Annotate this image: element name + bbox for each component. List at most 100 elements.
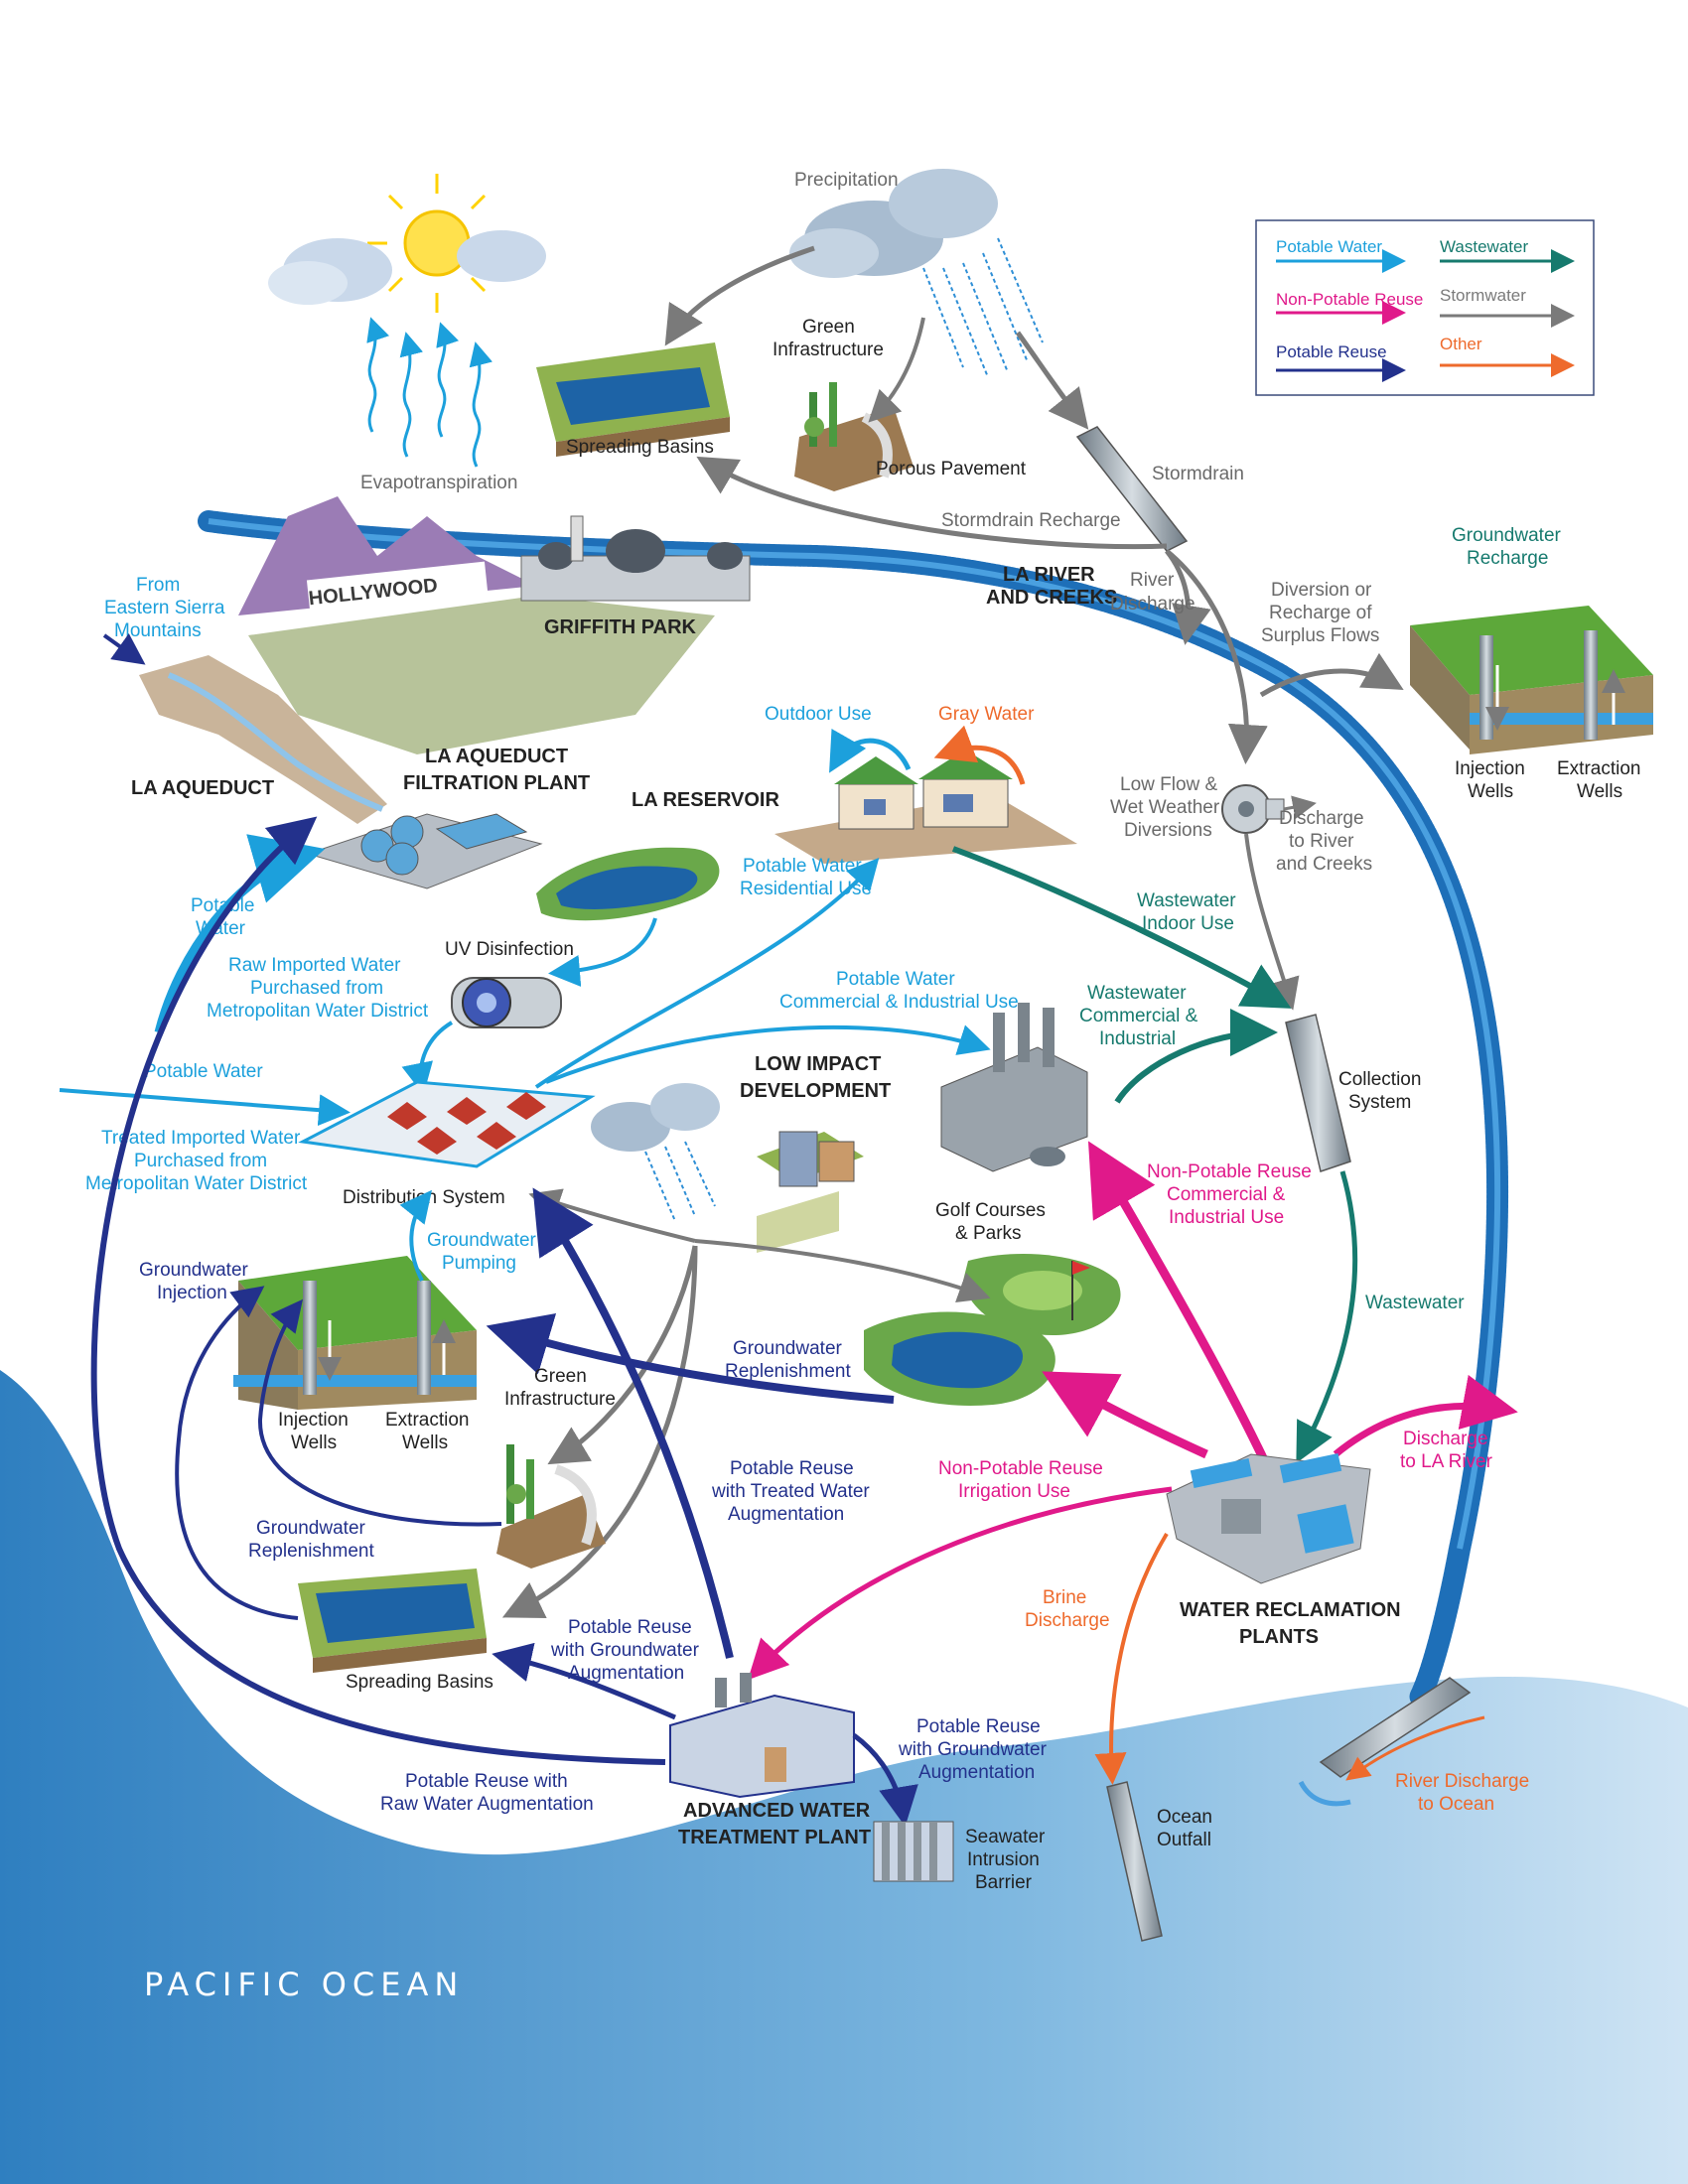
- stormdrain-pipe-icon: [1075, 426, 1189, 552]
- legend-potable-reuse: Potable Reuse: [1276, 342, 1387, 361]
- label-pr-gw-aug-r-1: Potable Reuse: [916, 1716, 1041, 1737]
- label-pr-raw-2: Raw Water Augmentation: [380, 1794, 594, 1815]
- label-awtp-2: TREATMENT PLANT: [678, 1827, 871, 1848]
- stormwater-arrows-top: [664, 245, 1404, 764]
- industrial-plant-icon: [940, 1003, 1088, 1172]
- label-potable-commercial-1: Potable Water: [836, 969, 955, 990]
- filtration-plant-icon: [306, 813, 543, 889]
- label-treated-imported-2: Purchased from: [134, 1151, 267, 1171]
- legend-wastewater: Wastewater: [1440, 237, 1528, 256]
- rain-cloud-icon: [789, 169, 998, 278]
- label-ww-indoor-1: Wastewater: [1137, 890, 1236, 911]
- label-lid-1: LOW IMPACT: [755, 1053, 881, 1075]
- label-gw-replenish-low-1: Groundwater: [256, 1518, 366, 1539]
- label-evapotranspiration: Evapotranspiration: [360, 473, 517, 493]
- label-griffith-park: GRIFFITH PARK: [544, 616, 697, 638]
- water-reclamation-plant-icon: [1166, 1452, 1371, 1584]
- label-diversion-1: Diversion or: [1271, 580, 1372, 601]
- label-gw-injection-1: Groundwater: [139, 1260, 249, 1281]
- label-la-aqueduct: LA AQUEDUCT: [131, 777, 274, 799]
- label-gray-water: Gray Water: [938, 704, 1035, 725]
- label-outdoor-use: Outdoor Use: [765, 704, 872, 725]
- green-infrastructure-mid-icon: [496, 1444, 606, 1569]
- label-ww-indoor-2: Indoor Use: [1142, 913, 1234, 934]
- label-extraction-wells-r-1: Extraction: [1557, 758, 1640, 779]
- label-extraction-wells-l-2: Wells: [402, 1433, 448, 1453]
- ocean-outfall-pipe-icon: [1106, 1781, 1163, 1942]
- label-golf-2: & Parks: [955, 1223, 1022, 1244]
- label-low-flow-1: Low Flow &: [1120, 774, 1218, 795]
- river-outlet-icon: [1298, 1677, 1472, 1807]
- label-ocean-outfall-2: Outfall: [1157, 1830, 1211, 1850]
- label-green-infra-top-2: Infrastructure: [773, 340, 884, 360]
- evapotranspiration-arrows: [366, 317, 492, 468]
- label-pr-raw-1: Potable Reuse with: [405, 1771, 568, 1792]
- label-spreading-basins-low: Spreading Basins: [346, 1672, 493, 1693]
- advanced-water-treatment-plant-icon: [669, 1673, 855, 1799]
- label-potable-water-mid: Potable Water: [144, 1061, 263, 1082]
- label-npr-commercial-1: Non-Potable Reuse: [1147, 1161, 1312, 1182]
- label-gw-replenish-mid-2: Replenishment: [725, 1361, 851, 1382]
- label-discharge-la-1: Discharge: [1403, 1429, 1488, 1449]
- legend-non-potable-reuse: Non-Potable Reuse: [1276, 290, 1423, 309]
- label-la-river-1: LA RIVER: [1003, 564, 1095, 586]
- label-pr-gw-aug-r-3: Augmentation: [918, 1762, 1035, 1783]
- label-river-ocean-2: to Ocean: [1418, 1794, 1494, 1815]
- label-raw-imported-2: Purchased from: [250, 978, 383, 999]
- label-green-infra-mid-1: Green: [534, 1366, 587, 1387]
- label-pr-gw-aug-r-2: with Groundwater: [898, 1739, 1048, 1760]
- label-from-eastern-1: From: [136, 575, 180, 596]
- label-extraction-wells-l-1: Extraction: [385, 1410, 469, 1431]
- label-golf-1: Golf Courses: [935, 1200, 1046, 1221]
- label-gw-pumping-2: Pumping: [442, 1253, 516, 1274]
- label-potable-commercial-2: Commercial & Industrial Use: [779, 992, 1019, 1013]
- label-precipitation: Precipitation: [794, 170, 899, 191]
- label-green-infra-mid-2: Infrastructure: [504, 1389, 616, 1410]
- label-potable-residential-1: Potable Water: [743, 856, 862, 877]
- lid-buildings-icon: [757, 1131, 864, 1253]
- label-uv-disinfection: UV Disinfection: [445, 939, 574, 960]
- label-npr-commercial-2: Commercial &: [1167, 1184, 1286, 1205]
- label-seawater-3: Barrier: [975, 1872, 1033, 1893]
- label-low-flow-2: Wet Weather: [1110, 797, 1220, 818]
- seawater-intrusion-barrier-icon: [873, 1821, 954, 1882]
- label-pr-treated-3: Augmentation: [728, 1504, 844, 1525]
- green-infrastructure-top-icon: [794, 382, 914, 491]
- la-aqueduct-terrain-icon: [139, 655, 387, 824]
- label-pr-gw-aug-2: with Groundwater: [550, 1640, 700, 1661]
- label-gw-replenish-low-2: Replenishment: [248, 1541, 374, 1562]
- label-from-eastern-2: Eastern Sierra: [104, 598, 225, 618]
- label-raw-imported-3: Metropolitan Water District: [207, 1001, 429, 1022]
- residential-houses-icon: [774, 750, 1077, 864]
- label-pr-gw-aug-1: Potable Reuse: [568, 1617, 692, 1638]
- label-collection-2: System: [1348, 1092, 1411, 1113]
- label-porous-pavement: Porous Pavement: [876, 459, 1027, 479]
- label-low-flow-3: Diversions: [1124, 820, 1212, 841]
- legend-potable-water: Potable Water: [1276, 237, 1382, 256]
- label-diversion-3: Surplus Flows: [1261, 625, 1379, 646]
- lid-rain-cloud-icon: [591, 1083, 720, 1222]
- groundwater-recharge-block-icon: [1410, 606, 1653, 754]
- label-injection-wells-r-2: Wells: [1468, 781, 1513, 802]
- spreading-basins-low-icon: [298, 1569, 487, 1673]
- rain-streaks: [922, 237, 1044, 378]
- label-npr-irrigation-2: Irrigation Use: [958, 1481, 1070, 1502]
- label-gw-pumping-1: Groundwater: [427, 1230, 537, 1251]
- uv-disinfection-icon: [451, 977, 562, 1028]
- label-river-discharge-2: Discharge: [1110, 594, 1196, 614]
- legend-stormwater: Stormwater: [1440, 286, 1526, 305]
- legend: Potable Water Wastewater Non-Potable Reu…: [1255, 219, 1595, 396]
- distribution-system-icon: [298, 1080, 596, 1168]
- label-la-aqueduct-fp-2: FILTRATION PLANT: [403, 772, 590, 794]
- label-brine-2: Discharge: [1025, 1610, 1110, 1631]
- label-gw-injection-2: Injection: [157, 1283, 227, 1303]
- sun-icon: [367, 174, 506, 313]
- spreading-basins-top-icon: [536, 342, 730, 457]
- legend-other: Other: [1440, 335, 1482, 353]
- park-pond-icon: [864, 1311, 1055, 1406]
- hollywood-hills-icon: [238, 496, 715, 754]
- label-raw-imported-1: Raw Imported Water: [228, 955, 401, 976]
- collection-system-pipe-icon: [1285, 1014, 1351, 1172]
- label-la-reservoir: LA RESERVOIR: [632, 789, 779, 811]
- label-wrp-2: PLANTS: [1239, 1626, 1319, 1648]
